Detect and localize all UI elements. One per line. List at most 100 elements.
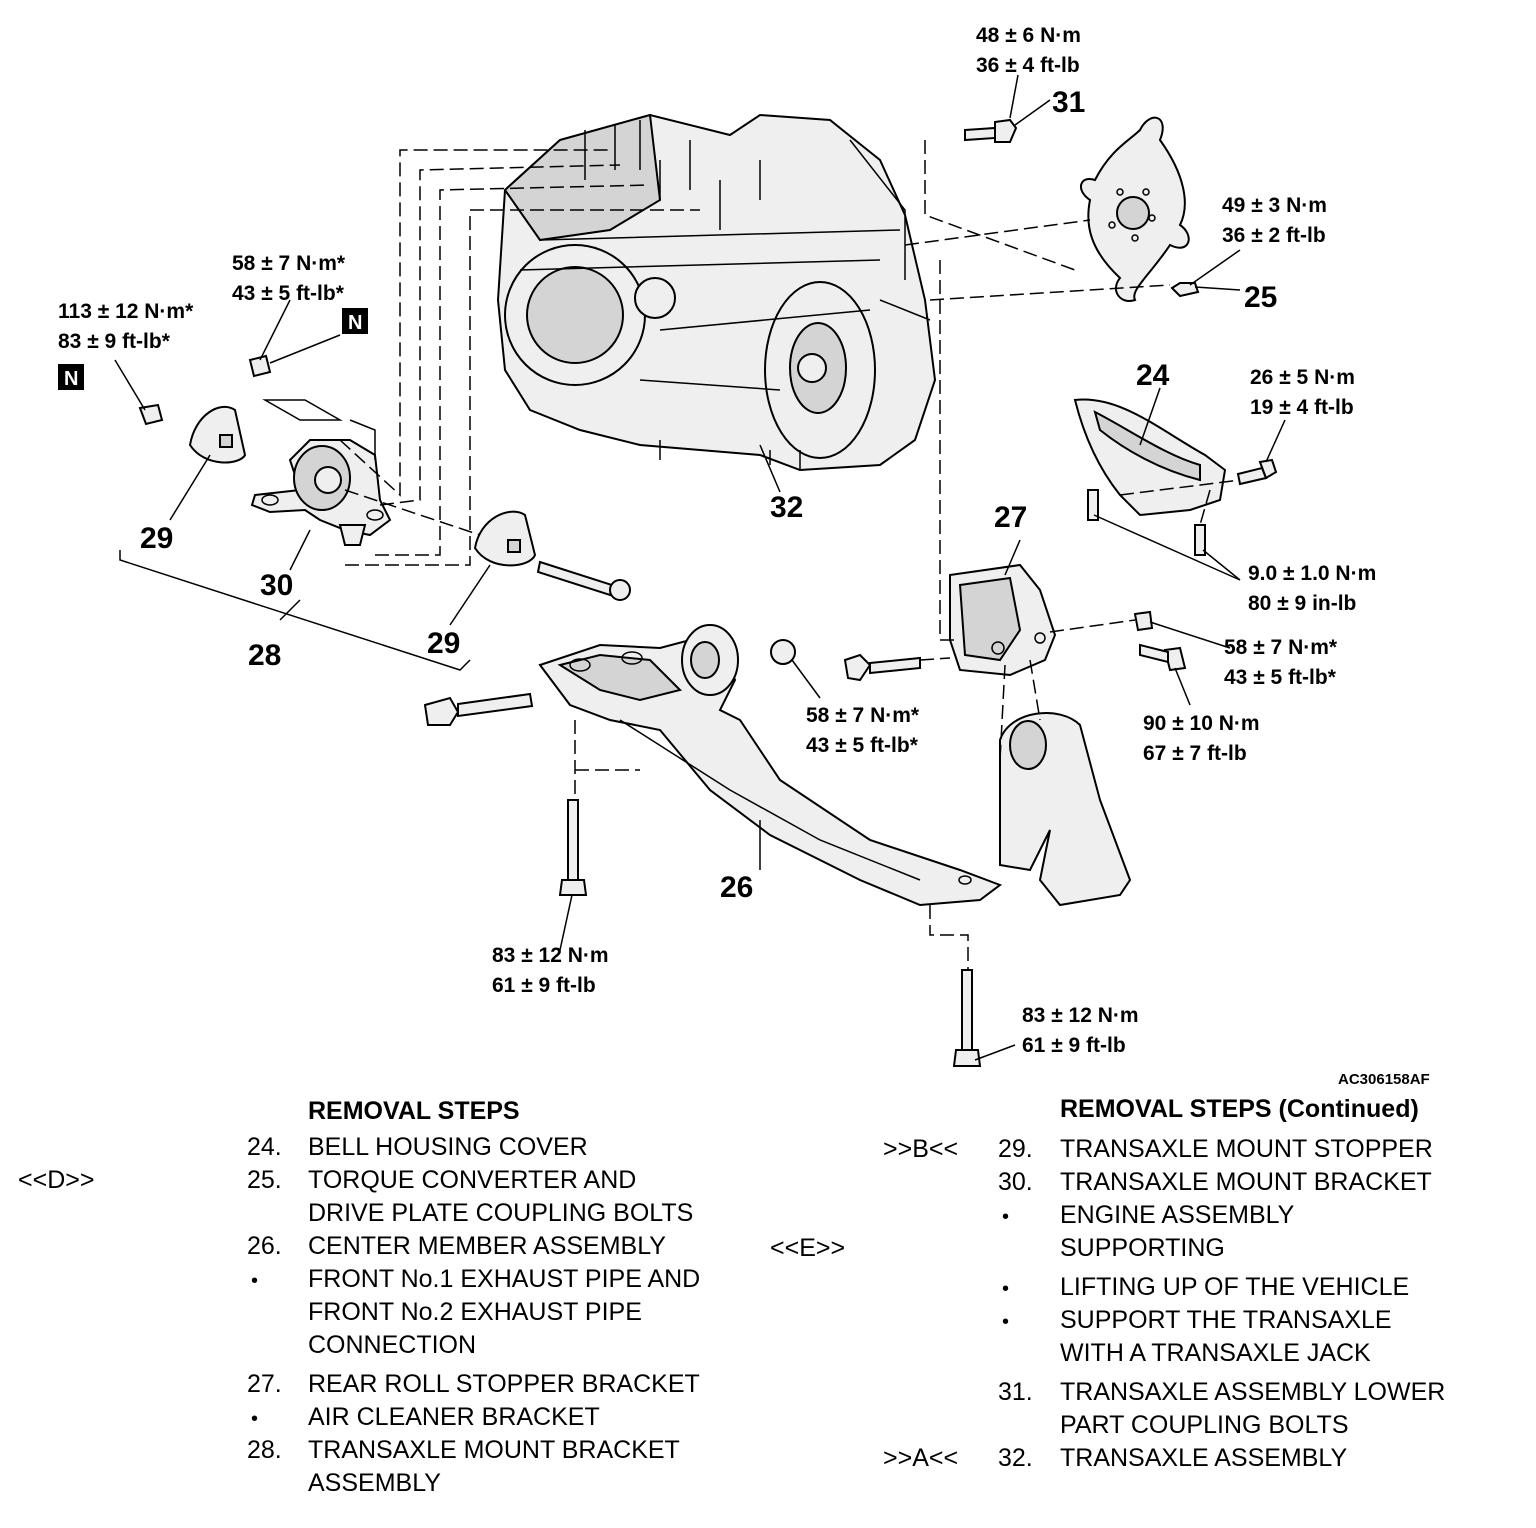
step-text: CENTER MEMBER ASSEMBLY: [308, 1232, 666, 1260]
removal-step: >>A<< 32. TRANSAXLE ASSEMBLY: [770, 1442, 1536, 1475]
torque-26c-ftlb: 61 ± 9 ft-lb: [1022, 1034, 1126, 1057]
bell-housing-cover: [1073, 398, 1278, 556]
step-number: 31.: [998, 1378, 1033, 1406]
step-procedure-tag: >>A<<: [883, 1444, 959, 1472]
torque-26c-nm: 83 ± 12 N·m: [1022, 1004, 1139, 1027]
removal-step: 27. REAR ROLL STOPPER BRACKET: [0, 1368, 770, 1401]
center-member-assembly: [423, 624, 1003, 1067]
step-number: 29.: [998, 1135, 1033, 1163]
step-bullet: •: [251, 1408, 259, 1430]
torque-27a-nm: 58 ± 7 N·m*: [1224, 636, 1338, 659]
step-text: PART COUPLING BOLTS: [1060, 1411, 1349, 1439]
step-text: DRIVE PLATE COUPLING BOLTS: [308, 1199, 694, 1227]
step-procedure-tag: >>B<<: [883, 1135, 959, 1163]
step-text: BELL HOUSING COVER: [308, 1133, 588, 1161]
callout-29-lower: 29: [427, 627, 460, 660]
step-number: 30.: [998, 1168, 1033, 1196]
leader-lines: [114, 74, 1286, 1061]
step-number: 25.: [247, 1166, 282, 1194]
rear-roll-stopper-bracket: [843, 563, 1187, 682]
bolt-31: [964, 118, 1018, 143]
torque-26b-ftlb: 61 ± 9 ft-lb: [492, 974, 596, 997]
torque-29-ftlb: 83 ± 9 ft-lb*: [58, 330, 171, 353]
removal-step: 28. TRANSAXLE MOUNT BRACKET ASSEMBLY: [0, 1434, 770, 1500]
callout-31: 31: [1052, 86, 1085, 119]
mount-stopper-upper: [138, 403, 247, 464]
roll-stopper-mount: [999, 712, 1132, 907]
removal-step: 24. BELL HOUSING COVER: [0, 1131, 770, 1164]
mount-stopper-lower: [473, 510, 631, 601]
removal-step: 31. TRANSAXLE ASSEMBLY LOWER PART COUPLING…: [770, 1376, 1536, 1442]
step-bullet: •: [1002, 1311, 1010, 1333]
step-number: 27.: [247, 1370, 282, 1398]
callout-29-upper: 29: [140, 522, 173, 555]
callout-24: 24: [1136, 359, 1170, 392]
step-number: 32.: [998, 1444, 1033, 1472]
step-text: REAR ROLL STOPPER BRACKET: [308, 1370, 700, 1398]
step-text: SUPPORT THE TRANSAXLE: [1060, 1306, 1392, 1334]
step-text: TORQUE CONVERTER AND: [308, 1166, 637, 1194]
step-procedure-tag: <<E>>: [770, 1234, 846, 1262]
torque-26a-ftlb: 43 ± 5 ft-lb*: [806, 734, 919, 757]
removal-step: >>B<< 29. TRANSAXLE MOUNT STOPPER: [770, 1133, 1536, 1166]
transaxle-mount-bracket: [250, 399, 392, 546]
torque-30-nm: 58 ± 7 N·m*: [232, 252, 346, 275]
removal-step: • LIFTING UP OF THE VEHICLE: [770, 1271, 1536, 1304]
torque-27a-ftlb: 43 ± 5 ft-lb*: [1224, 666, 1337, 689]
step-text: TRANSAXLE MOUNT BRACKET: [1060, 1168, 1432, 1196]
torque-25-ftlb: 36 ± 2 ft-lb: [1222, 224, 1326, 247]
step-number: 28.: [247, 1436, 282, 1464]
bolt-25: [1170, 282, 1200, 298]
torque-24-nm: 26 ± 5 N·m: [1250, 366, 1355, 389]
step-text: TRANSAXLE ASSEMBLY LOWER: [1060, 1378, 1446, 1406]
torque-25-nm: 49 ± 3 N·m: [1222, 194, 1327, 217]
step-text: TRANSAXLE MOUNT STOPPER: [1060, 1135, 1433, 1163]
removal-step: <<D>> 25. TORQUE CONVERTER AND DRIVE PLATE …: [0, 1164, 770, 1230]
step-number: 24.: [247, 1133, 282, 1161]
torque-24b-inlb: 80 ± 9 in-lb: [1248, 592, 1356, 615]
removal-steps-left: REMOVAL STEPS 24. BELL HOUSING COVER <<D>>…: [0, 1095, 770, 1525]
dashed-alignment-lines: [339, 140, 1241, 970]
torque-31-ftlb: 36 ± 4 ft-lb: [976, 54, 1080, 77]
step-text: TRANSAXLE ASSEMBLY: [1060, 1444, 1348, 1472]
step-number: 26.: [247, 1232, 282, 1260]
callout-28: 28: [248, 639, 281, 672]
step-text: SUPPORTING: [1060, 1234, 1225, 1262]
callout-26: 26: [720, 871, 753, 904]
torque-27b-nm: 90 ± 10 N·m: [1143, 712, 1260, 735]
torque-24b-nm: 9.0 ± 1.0 N·m: [1248, 562, 1376, 585]
transaxle-assembly: [496, 113, 937, 472]
torque-30-ftlb: 43 ± 5 ft-lb*: [232, 282, 345, 305]
exploded-parts-diagram: 31 25 24 27 26 32 29 30 28 29 48 ± 6 N·m…: [58, 24, 1430, 1088]
drive-plate: [1080, 116, 1190, 302]
svg-text:N: N: [64, 368, 78, 390]
step-bullet: •: [1002, 1206, 1010, 1228]
callout-30: 30: [260, 569, 293, 602]
step-text: CONNECTION: [308, 1331, 477, 1359]
step-text: LIFTING UP OF THE VEHICLE: [1060, 1273, 1410, 1301]
svg-text:N: N: [348, 312, 362, 334]
removal-step: 26. CENTER MEMBER ASSEMBLY: [0, 1230, 770, 1263]
step-text: WITH A TRANSAXLE JACK: [1060, 1339, 1371, 1367]
step-text: TRANSAXLE MOUNT BRACKET: [308, 1436, 680, 1464]
removal-step: • SUPPORT THE TRANSAXLE WITH A TRANSAXLE J…: [770, 1304, 1536, 1370]
step-text: FRONT No.1 EXHAUST PIPE AND: [308, 1265, 701, 1293]
removal-step: 30. TRANSAXLE MOUNT BRACKET: [770, 1166, 1536, 1199]
step-text: ENGINE ASSEMBLY: [1060, 1201, 1295, 1229]
step-text: FRONT No.2 EXHAUST PIPE: [308, 1298, 642, 1326]
figure-reference: AC306158AF: [1338, 1071, 1430, 1088]
step-procedure-tag: <<D>>: [18, 1166, 95, 1194]
removal-step: •AIR CLEANER BRACKET: [0, 1401, 770, 1434]
torque-26a-nm: 58 ± 7 N·m*: [806, 704, 920, 727]
callout-27: 27: [994, 501, 1027, 534]
step-text: ASSEMBLY: [308, 1469, 441, 1497]
removal-steps-continued-header: REMOVAL STEPS (Continued): [1060, 1095, 1419, 1123]
removal-steps-right: REMOVAL STEPS (Continued) >>B<< 29. TRANSA…: [770, 1093, 1536, 1523]
step-bullet: •: [1002, 1278, 1010, 1300]
callout-32: 32: [770, 491, 803, 524]
removal-steps-header: REMOVAL STEPS: [308, 1097, 520, 1125]
torque-26b-nm: 83 ± 12 N·m: [492, 944, 609, 967]
callout-25: 25: [1244, 281, 1277, 314]
torque-27b-ftlb: 67 ± 7 ft-lb: [1143, 742, 1247, 765]
